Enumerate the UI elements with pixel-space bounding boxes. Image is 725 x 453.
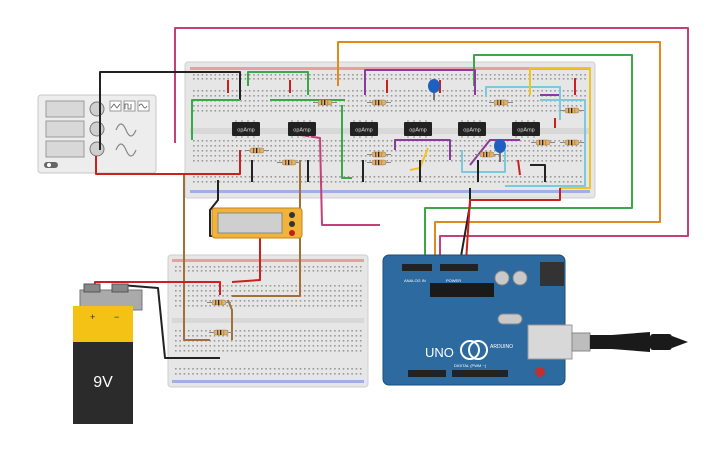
opamp-chip[interactable]: opAmp — [404, 120, 432, 138]
resistor[interactable] — [245, 147, 269, 154]
wire-purple — [469, 139, 520, 166]
wire-black — [99, 71, 241, 150]
opamp-group: opAmp opAmp opAmp opAmp opAmp opAmp — [232, 120, 540, 138]
battery-plus-label: + — [90, 312, 95, 322]
wire-purple — [364, 69, 476, 95]
microcontroller-chip — [430, 283, 494, 297]
arduino-logo-icon — [460, 340, 480, 360]
wire-brown — [183, 175, 210, 341]
capacitors — [428, 79, 506, 162]
knob-icon[interactable] — [89, 141, 105, 157]
opamp-label: opAmp — [409, 128, 426, 134]
probe-port-icon[interactable] — [289, 221, 295, 227]
opamp-chip[interactable]: opAmp — [458, 120, 486, 138]
arduino-model-label: UNO — [425, 345, 454, 360]
wire-brown — [232, 160, 301, 297]
usb-cable — [571, 332, 688, 352]
sine-wave-icon — [115, 123, 137, 137]
battery-voltage-label: 9V — [93, 374, 113, 391]
wire-orange — [337, 41, 661, 262]
probe-port-icon[interactable] — [289, 230, 295, 236]
resistor[interactable] — [207, 299, 231, 306]
probe-port-icon[interactable] — [289, 212, 295, 218]
opamp-label: opAmp — [237, 128, 254, 134]
opamp-chip[interactable]: opAmp — [350, 120, 378, 138]
resistor[interactable] — [560, 139, 584, 146]
wire-green — [247, 71, 309, 95]
opamp-label: opAmp — [463, 128, 480, 134]
usb-port[interactable] — [527, 324, 573, 360]
resistor[interactable] — [313, 99, 337, 106]
wire-red — [517, 159, 521, 176]
opamp-chip[interactable]: opAmp — [232, 120, 260, 138]
capacitor[interactable] — [494, 139, 506, 153]
wire-green — [341, 105, 352, 179]
resistor[interactable] — [367, 159, 391, 166]
bottom-breadboard — [167, 254, 369, 388]
wire-red — [465, 188, 561, 263]
wire-cyan — [485, 86, 561, 120]
resistor[interactable] — [209, 329, 233, 336]
multimeter[interactable] — [211, 207, 303, 239]
wire-yellow — [529, 67, 591, 189]
wire-black — [530, 164, 546, 182]
resistor[interactable] — [475, 151, 499, 158]
knob-icon[interactable] — [89, 101, 105, 117]
wires — [94, 27, 689, 359]
resistor[interactable] — [489, 99, 513, 106]
reset-button[interactable] — [535, 367, 545, 377]
function-generator[interactable] — [37, 94, 157, 174]
wire-red — [95, 150, 241, 175]
resistor[interactable] — [560, 107, 584, 114]
resistor[interactable] — [367, 151, 391, 158]
resistor-group — [207, 99, 584, 336]
resistor[interactable] — [367, 99, 391, 106]
wire-green — [424, 54, 633, 262]
sine-wave-icon — [115, 143, 137, 157]
opamp-chip[interactable]: opAmp — [512, 120, 540, 138]
wire-red — [231, 236, 261, 283]
arduino-brand-label: ARDUINO — [490, 344, 513, 350]
wire-cyan — [505, 99, 586, 187]
opamp-chip[interactable]: opAmp — [288, 120, 316, 138]
wire-brown — [227, 299, 233, 340]
opamp-label: opAmp — [355, 128, 372, 134]
battery-minus-label: − — [114, 312, 119, 322]
power-label: POWER — [446, 278, 461, 283]
wire-cyan — [461, 150, 506, 173]
wire-magenta — [174, 27, 689, 262]
opamp-label: opAmp — [517, 128, 534, 134]
wire-green — [191, 99, 240, 140]
opamp-label: opAmp — [293, 128, 310, 134]
battery-9v[interactable]: + − 9V — [73, 283, 143, 424]
wire-purple — [394, 139, 451, 160]
resistor[interactable] — [277, 159, 301, 166]
analog-in-label: ANALOG IN — [404, 278, 426, 283]
capacitor[interactable] — [428, 79, 440, 93]
knob-icon[interactable] — [89, 121, 105, 137]
digital-label: DIGITAL (PWM ~) — [454, 363, 487, 368]
resistor[interactable] — [531, 139, 555, 146]
arduino-uno[interactable]: UNO ARDUINO ANALOG IN POWER DIGITAL (PWM… — [382, 254, 573, 386]
dc-jack[interactable] — [540, 262, 564, 286]
